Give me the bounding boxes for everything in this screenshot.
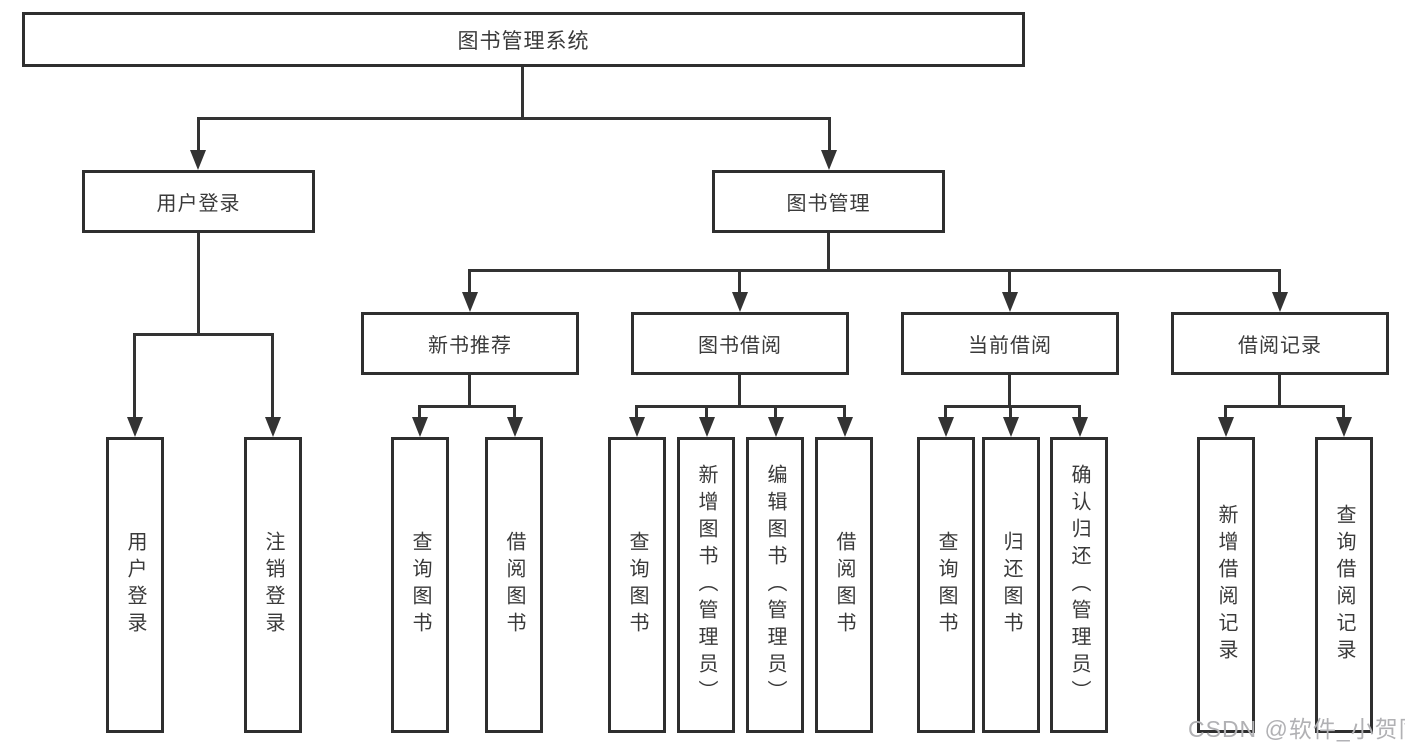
connector-line [1278, 375, 1281, 407]
connector-line [828, 117, 831, 152]
connector-line [1008, 269, 1011, 294]
leaf-add-books-admin: 新增图书（管理员） [677, 437, 735, 733]
watermark: CSDN @软件_小贺同学 [1188, 716, 1405, 742]
leaf-borrow-books: 借阅图书 [815, 437, 873, 733]
connector-line [944, 405, 947, 419]
connector-line [944, 405, 1081, 408]
node-book-borrowing: 图书借阅 [631, 312, 849, 375]
node-label: 新增图书（管理员） [695, 463, 717, 707]
leaf-return-books: 归还图书 [982, 437, 1040, 733]
arrow-down-icon [265, 417, 281, 437]
leaf-query-books-recommend: 查询图书 [391, 437, 449, 733]
connector-line [1342, 405, 1345, 419]
arrow-down-icon [768, 417, 784, 437]
connector-line [521, 67, 524, 118]
arrow-down-icon [732, 292, 748, 312]
connector-line [133, 333, 274, 336]
connector-line [418, 405, 421, 419]
node-label: 用户登录 [124, 531, 146, 639]
leaf-add-borrow-record: 新增借阅记录 [1197, 437, 1255, 733]
connector-line [635, 405, 846, 408]
node-label: 查询借阅记录 [1333, 504, 1355, 666]
leaf-edit-books-admin: 编辑图书（管理员） [746, 437, 804, 733]
node-label: 当前借阅 [968, 335, 1052, 357]
arrow-down-icon [821, 150, 837, 170]
node-book-management: 图书管理 [712, 170, 945, 233]
node-label: 确认归还（管理员） [1068, 463, 1090, 707]
connector-line [1008, 375, 1011, 407]
connector-line [1224, 405, 1227, 419]
arrow-down-icon [1272, 292, 1288, 312]
node-borrowing-records: 借阅记录 [1171, 312, 1389, 375]
connector-line [1278, 269, 1281, 294]
leaf-query-borrow-record: 查询借阅记录 [1315, 437, 1373, 733]
node-label: 新书推荐 [428, 335, 512, 357]
arrow-down-icon [190, 150, 206, 170]
connector-line [197, 117, 200, 152]
connector-line [468, 269, 1281, 272]
leaf-query-books-current: 查询图书 [917, 437, 975, 733]
node-label: 注销登录 [262, 531, 284, 639]
connector-line [133, 333, 136, 419]
node-label: 借阅图书 [833, 531, 855, 639]
connector-line [635, 405, 638, 419]
connector-line [197, 233, 200, 335]
connector-line [843, 405, 846, 419]
node-label: 图书借阅 [698, 335, 782, 357]
arrow-down-icon [1336, 417, 1352, 437]
connector-line [197, 117, 831, 120]
leaf-confirm-return-admin: 确认归还（管理员） [1050, 437, 1108, 733]
connector-line [1224, 405, 1345, 408]
node-label: 图书管理 [786, 193, 871, 215]
connector-line [513, 405, 516, 419]
node-label: 借阅图书 [503, 531, 525, 639]
arrow-down-icon [127, 417, 143, 437]
arrow-down-icon [462, 292, 478, 312]
arrow-down-icon [1218, 417, 1234, 437]
node-label: 查询图书 [626, 531, 648, 639]
node-label: 编辑图书（管理员） [764, 463, 786, 707]
connector-line [705, 405, 708, 419]
connector-line [271, 333, 274, 419]
node-new-book-recommend: 新书推荐 [361, 312, 579, 375]
connector-line [418, 405, 516, 408]
connector-line [1078, 405, 1081, 419]
arrow-down-icon [1072, 417, 1088, 437]
connector-line [468, 269, 471, 294]
node-label: 新增借阅记录 [1215, 504, 1237, 666]
arrow-down-icon [837, 417, 853, 437]
connector-line [738, 269, 741, 294]
arrow-down-icon [699, 417, 715, 437]
connector-line [1009, 405, 1012, 419]
connector-line [774, 405, 777, 419]
leaf-borrow-books-recommend: 借阅图书 [485, 437, 543, 733]
arrow-down-icon [507, 417, 523, 437]
leaf-user-login: 用户登录 [106, 437, 164, 733]
leaf-query-books-borrowing: 查询图书 [608, 437, 666, 733]
node-label: 归还图书 [1000, 531, 1022, 639]
connector-line [738, 375, 741, 407]
node-user-login: 用户登录 [82, 170, 315, 233]
connector-line [468, 375, 471, 407]
node-label: 图书管理系统 [457, 29, 590, 53]
arrow-down-icon [412, 417, 428, 437]
arrow-down-icon [1002, 292, 1018, 312]
node-label: 用户登录 [156, 193, 241, 215]
node-current-borrowing: 当前借阅 [901, 312, 1119, 375]
node-label: 查询图书 [409, 531, 431, 639]
arrow-down-icon [938, 417, 954, 437]
connector-line [827, 233, 830, 271]
node-label: 查询图书 [935, 531, 957, 639]
arrow-down-icon [1003, 417, 1019, 437]
node-label: 借阅记录 [1238, 335, 1322, 357]
arrow-down-icon [629, 417, 645, 437]
leaf-logout: 注销登录 [244, 437, 302, 733]
node-library-management-system: 图书管理系统 [22, 12, 1025, 67]
